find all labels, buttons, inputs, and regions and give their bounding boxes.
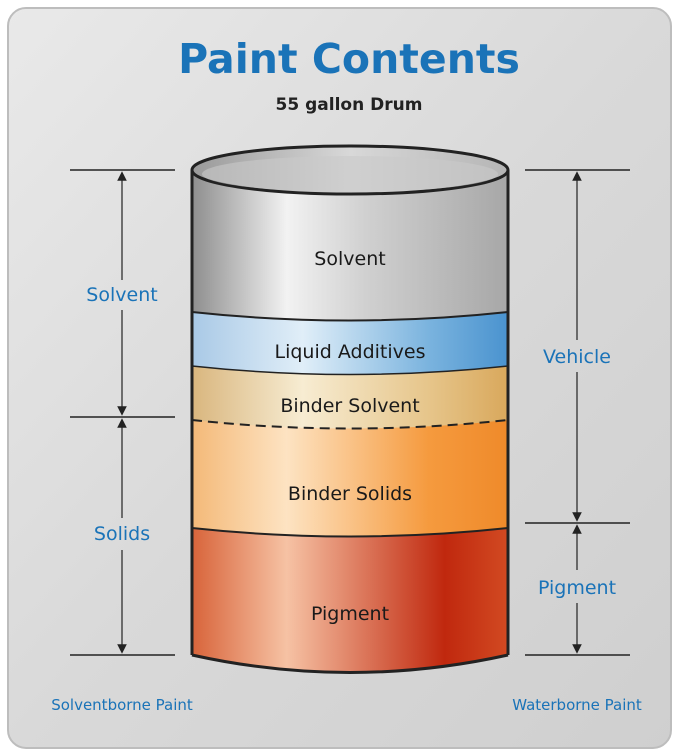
footer-waterborne: Waterborne Paint [512,696,642,714]
layer-binder-solids [192,418,508,537]
layer-pigment [192,528,508,673]
footer-solventborne: Solventborne Paint [51,696,193,714]
layer-binder-solvent [192,364,508,429]
layer-solvent [192,170,508,321]
layer-label-binder-solids: Binder Solids [288,483,412,505]
bracket-label-vehicle: Vehicle [543,346,611,368]
bracket-label-solids: Solids [94,523,150,545]
bracket-label-pigment: Pigment [538,577,616,599]
layer-label-binder-solvent: Binder Solvent [280,395,419,417]
layer-label-pigment: Pigment [311,603,389,625]
layer-liquid-additives [192,310,508,375]
page-title: Paint Contents [178,35,520,83]
bracket-label-solvent: Solvent [86,284,157,306]
layer-label-solvent: Solvent [314,248,385,270]
page-subtitle: 55 gallon Drum [276,95,423,115]
right-brackets [525,169,630,656]
left-brackets [70,169,175,656]
layer-label-liquid-additives: Liquid Additives [275,341,426,363]
drum [190,144,510,674]
